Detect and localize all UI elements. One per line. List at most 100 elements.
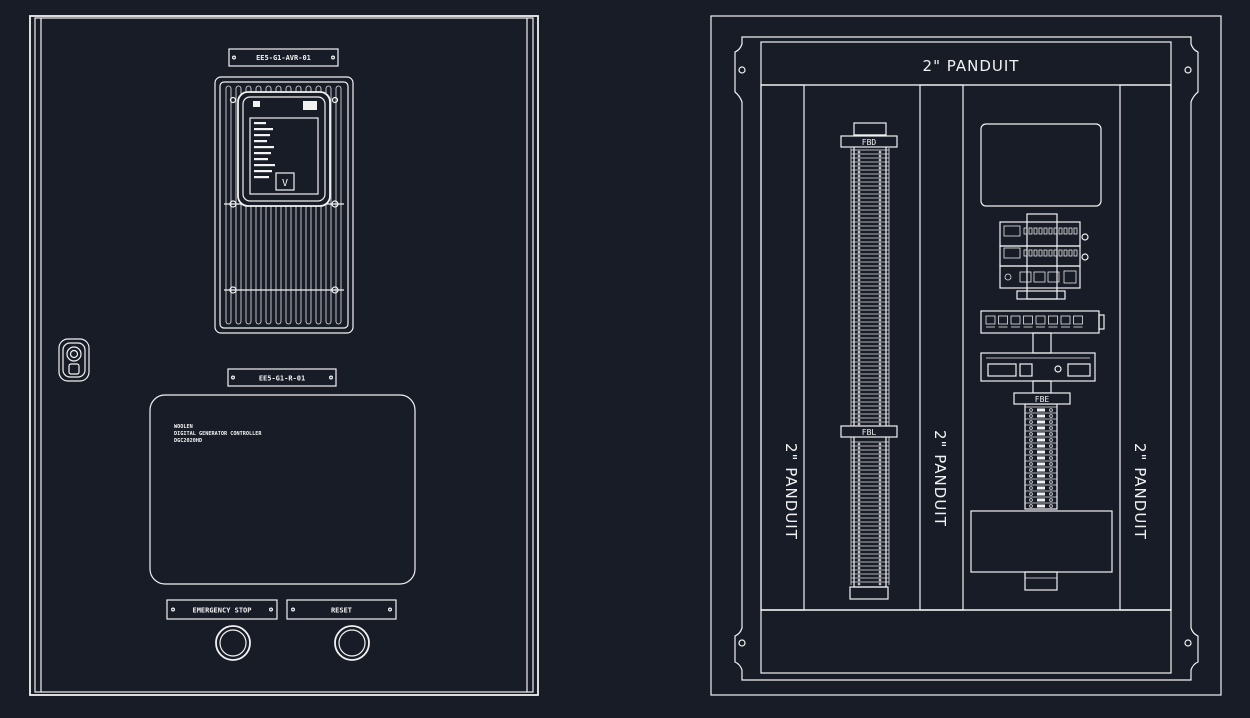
terminal-marker	[1037, 504, 1045, 508]
terminal-screw	[878, 162, 882, 166]
terminal-screw	[878, 182, 882, 186]
terminal-screw	[1029, 480, 1033, 484]
terminal-screw	[857, 270, 861, 274]
emergency-stop-label-plate: EMERGENCY STOP	[166, 599, 278, 620]
terminal-screw	[878, 354, 882, 358]
plc-led	[1004, 273, 1012, 281]
empty-component-space	[980, 123, 1102, 207]
terminal-screw	[1049, 408, 1053, 412]
center-wire-duct: 2" PANDUIT	[919, 84, 964, 611]
terminal-screw	[878, 542, 882, 546]
terminal-screw	[878, 570, 882, 574]
terminal-screw	[878, 242, 882, 246]
generator-controller: WOOLEN DIGITAL GENERATOR CONTROLLER DGC2…	[149, 394, 416, 585]
svg-text:V: V	[282, 178, 288, 189]
controller-nameplate-text: EE5-G1-R-01	[259, 375, 305, 383]
terminal-screw	[1029, 408, 1033, 412]
terminal-screw	[878, 530, 882, 534]
terminal-screw	[878, 178, 882, 182]
plc-terminal	[1043, 249, 1048, 257]
terminal-screw	[857, 374, 861, 378]
terminal-screw	[1049, 468, 1053, 472]
terminal-screw	[857, 526, 861, 530]
terminal-screw	[878, 194, 882, 198]
terminal-screw	[1049, 480, 1053, 484]
terminal-screw	[878, 490, 882, 494]
terminal-screw	[878, 202, 882, 206]
terminal-screw	[878, 210, 882, 214]
terminal-screw	[878, 266, 882, 270]
reset-button[interactable]	[334, 625, 370, 661]
terminal-screw	[1049, 492, 1053, 496]
terminal-screw	[857, 498, 861, 502]
terminal-screw	[857, 578, 861, 582]
plc-terminal	[1028, 249, 1033, 257]
plc-terminal	[1048, 227, 1053, 235]
terminal-screw	[878, 310, 882, 314]
plc-terminal	[1058, 249, 1063, 257]
status-led-bar	[254, 158, 268, 161]
terminal-screw	[878, 466, 882, 470]
terminal-screw	[878, 526, 882, 530]
terminal-marker	[1037, 486, 1045, 490]
terminal-screw	[857, 582, 861, 586]
terminal-screw	[878, 358, 882, 362]
terminal-screw	[857, 362, 861, 366]
terminal-screw	[857, 510, 861, 514]
status-led-bar	[254, 140, 267, 143]
status-led-bar	[254, 170, 272, 173]
terminal-screw	[1029, 444, 1033, 448]
terminal-screw	[878, 482, 882, 486]
terminal-screw	[857, 322, 861, 326]
terminal-screw	[878, 322, 882, 326]
terminal-screw	[857, 454, 861, 458]
terminal-screw	[878, 346, 882, 350]
terminal-screw	[878, 474, 882, 478]
terminal-screw	[857, 166, 861, 170]
terminal-screw	[1049, 432, 1053, 436]
terminal-screw	[857, 162, 861, 166]
terminal-marker	[1037, 438, 1045, 442]
terminal-screw	[878, 222, 882, 226]
terminal-screw	[878, 506, 882, 510]
terminal-screw	[1049, 504, 1053, 508]
terminal-screw	[1029, 414, 1033, 418]
terminal-screw	[878, 410, 882, 414]
door-handle[interactable]	[58, 338, 90, 382]
terminal-screw	[878, 318, 882, 322]
terminal-screw	[857, 562, 861, 566]
emergency-stop-button[interactable]	[215, 625, 251, 661]
terminal-screw	[857, 494, 861, 498]
terminal-screw	[857, 278, 861, 282]
terminal-screw	[857, 558, 861, 562]
power-supply	[980, 332, 1096, 394]
status-led-bar	[254, 128, 273, 131]
terminal-screw	[878, 442, 882, 446]
terminal-screw	[878, 378, 882, 382]
terminal-screw	[878, 262, 882, 266]
status-led-bar	[254, 176, 269, 179]
terminal-screw	[857, 554, 861, 558]
terminal-blocks-left	[850, 148, 890, 586]
terminal-screw	[1029, 456, 1033, 460]
emergency-stop-label: EMERGENCY STOP	[192, 607, 251, 615]
cooling-fin	[335, 85, 342, 325]
reset-label: RESET	[331, 607, 352, 615]
switch-port	[985, 315, 996, 325]
status-led-bar	[254, 122, 266, 125]
terminal-screw	[857, 522, 861, 526]
terminal-screw	[857, 530, 861, 534]
terminal-screw	[878, 338, 882, 342]
terminal-marker	[1037, 414, 1045, 418]
terminal-screw	[857, 370, 861, 374]
terminal-screw	[878, 446, 882, 450]
terminal-screw	[857, 418, 861, 422]
terminal-screw	[857, 210, 861, 214]
terminal-screw	[1029, 426, 1033, 430]
plc-connector	[1003, 247, 1021, 259]
status-led-bar	[254, 152, 271, 155]
terminal-screw	[857, 474, 861, 478]
terminal-marker	[1037, 408, 1045, 412]
terminal-screw	[878, 234, 882, 238]
terminal-screw	[1029, 432, 1033, 436]
